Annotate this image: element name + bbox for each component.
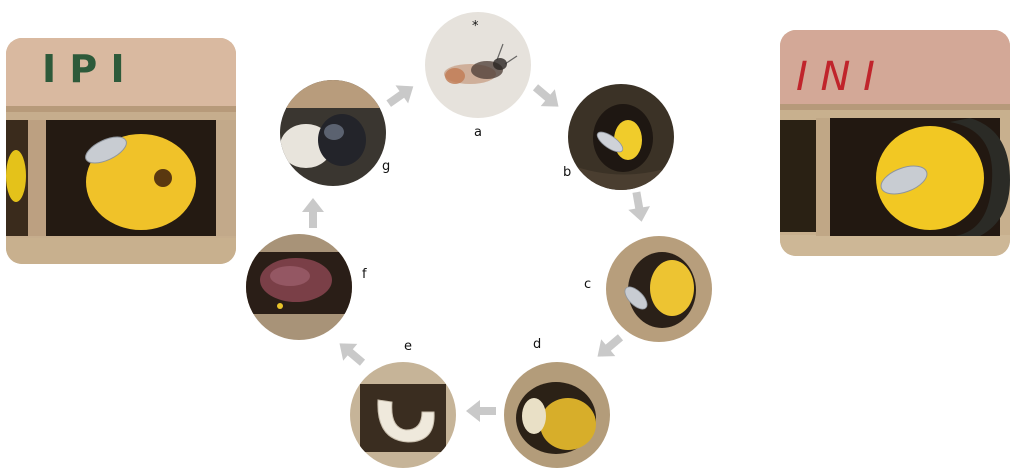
arrow-g-to-a (382, 77, 419, 112)
left-nest-photo: I P I (6, 38, 236, 264)
arrow-f-to-g (302, 198, 324, 228)
stage-g-photo (280, 80, 386, 186)
larva-on-pollen-illustration (504, 362, 610, 468)
stage-label-d: d (533, 338, 541, 351)
arrow-c-to-d (590, 329, 627, 365)
tube-marking-left: I P I (42, 47, 125, 91)
right-nest-photo: I N I (780, 30, 1010, 256)
stage-d-photo (504, 362, 610, 468)
arrow-d-to-e (466, 400, 496, 422)
stage-b-photo (568, 84, 674, 190)
stage-c-photo (606, 236, 712, 342)
stage-label-g: g (382, 160, 390, 173)
right-nest-illustration: I N I (780, 30, 1010, 256)
arrow-e-to-f (332, 335, 369, 371)
stage-f-photo (246, 234, 352, 340)
curled-larva-illustration (350, 362, 456, 468)
stage-label-b: b (563, 166, 571, 179)
stage-label-a: a (474, 126, 482, 139)
stage-a-marker: * (472, 20, 479, 33)
arrow-a-to-b (528, 79, 565, 115)
stage-label-c: c (584, 278, 591, 291)
arrow-b-to-c (626, 190, 653, 223)
egg-on-pollen-illustration (568, 84, 674, 190)
left-nest-illustration: I P I (6, 38, 236, 264)
stage-e-photo (350, 362, 456, 468)
stage-label-e: e (404, 340, 412, 353)
tube-marking-right: I N I (796, 54, 875, 100)
egg-in-tube-illustration (606, 236, 712, 342)
emerging-bee-illustration (280, 80, 386, 186)
stage-label-f: f (362, 268, 367, 281)
cocoon-illustration (246, 234, 352, 340)
